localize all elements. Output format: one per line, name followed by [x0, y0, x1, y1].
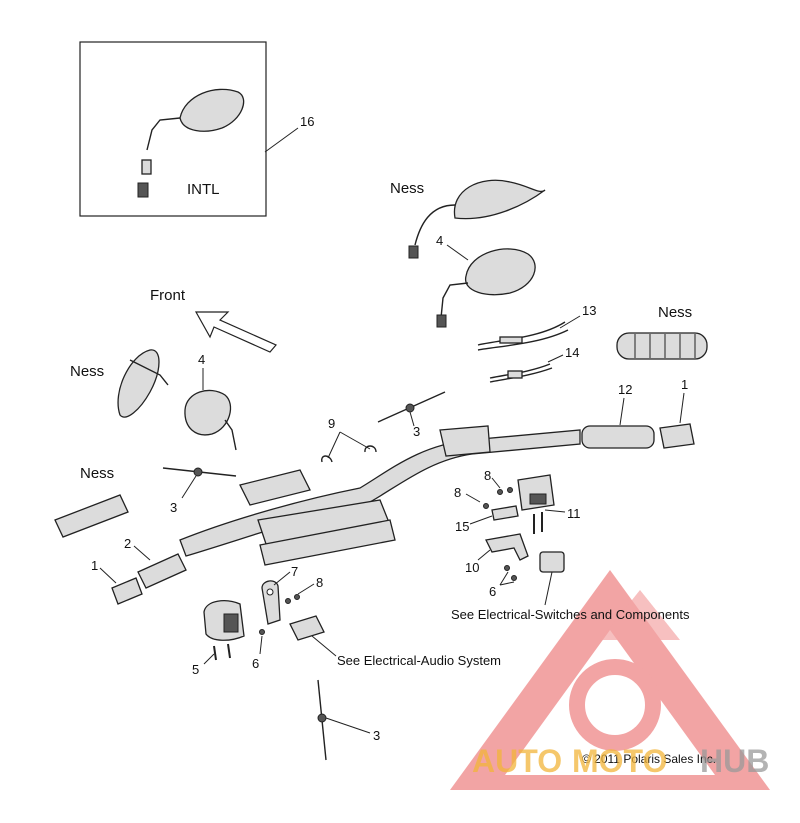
callout-10: 10: [465, 560, 479, 575]
intl-inset: INTL 16: [79, 41, 314, 217]
right-switch-housing-icon: [517, 474, 555, 511]
left-switch-pad-icon: [289, 615, 325, 641]
callout-1a: 1: [91, 558, 98, 573]
ness-label-2: Ness: [658, 304, 692, 321]
handlebar-assembly: [179, 425, 581, 566]
callout-11: 11: [567, 506, 581, 521]
ness-label-4: Ness: [80, 465, 114, 482]
copyright: © 2011 Polaris Sales Inc.: [582, 752, 716, 766]
watermark-hub: HUB: [700, 743, 769, 779]
bracket-7: [261, 580, 281, 625]
grip-right: 12 1: [581, 377, 695, 449]
callout-8a: 8: [484, 468, 491, 483]
callout-7: 7: [291, 564, 298, 579]
callout-3c: 3: [373, 728, 380, 743]
watermark-moto: MOTO: [572, 743, 667, 779]
callout-15: 15: [455, 519, 469, 534]
intl-mirror-adapter: [141, 159, 152, 175]
callout-9: 9: [328, 416, 335, 431]
callout-13: 13: [582, 303, 596, 318]
callout-6a: 6: [489, 584, 496, 599]
intl-label: INTL: [187, 181, 220, 198]
front-arrow-icon: [194, 311, 277, 353]
right-switch-assembly: 8 8 15 11 10 6 See Electrical-Switches a…: [451, 468, 690, 622]
watermark-text: AUTO MOTO HUB: [472, 743, 769, 779]
ness-label-1: Ness: [390, 180, 424, 197]
bracket-15: [491, 505, 519, 521]
ness-grip-right: Ness: [616, 304, 708, 360]
callout-8c: 8: [316, 575, 323, 590]
callout-4a: 4: [436, 233, 443, 248]
ness-grip-right-icon: [616, 332, 708, 360]
intl-mirror-stem: [146, 117, 181, 151]
intl-mirror-head-icon: [179, 88, 245, 132]
bracket-10: [485, 533, 529, 561]
ness-label-3: Ness: [70, 363, 104, 380]
cable-ties: 3 3 3 9: [162, 391, 446, 761]
callout-6b: 6: [252, 656, 259, 671]
left-switch-assembly: 5 7 8 6 See Electrical-Audio System: [192, 564, 501, 677]
callout-5: 5: [192, 662, 199, 677]
grip-12-icon: [581, 425, 655, 449]
grip-2-icon: [137, 553, 187, 589]
ness-mirror-left: Ness: [70, 349, 169, 418]
see-switches-label: See Electrical-Switches and Components: [451, 607, 690, 622]
front-indicator: Front: [150, 287, 277, 353]
callout-14: 14: [565, 345, 579, 360]
ness-grip-left: Ness: [54, 465, 129, 538]
intl-mirror-bolt: [137, 182, 149, 198]
callout-1b: 1: [681, 377, 688, 392]
mirror-4-left-head-icon: [184, 389, 232, 436]
ness-mirror-left-icon: [117, 349, 160, 418]
callout-3a: 3: [413, 424, 420, 439]
master-cylinder: [439, 425, 491, 457]
watermark-auto: AUTO: [472, 743, 562, 779]
mirror-4-left: 4: [184, 352, 237, 451]
cables: 13 14: [477, 303, 596, 383]
ness-mirror-right: Ness: [390, 179, 546, 259]
callout-16: 16: [300, 114, 314, 129]
front-label: Front: [150, 287, 186, 304]
callout-2: 2: [124, 536, 131, 551]
callout-4b: 4: [198, 352, 205, 367]
ness-mirror-head-icon: [453, 179, 546, 220]
mirror-4-head-icon: [465, 248, 536, 296]
bar-end-right-icon: [659, 423, 695, 449]
right-switch-pad-icon: [539, 551, 565, 573]
grip-left: 2 1: [91, 536, 187, 605]
callout-8b: 8: [454, 485, 461, 500]
watermark-logo: [450, 570, 770, 790]
see-audio-label: See Electrical-Audio System: [337, 653, 501, 668]
callout-3b: 3: [170, 500, 177, 515]
callout-12: 12: [618, 382, 632, 397]
mirror-4-right: 4: [436, 233, 536, 328]
left-switch-housing: [239, 469, 311, 506]
bar-end-left-icon: [111, 577, 143, 605]
ness-grip-left-icon: [54, 494, 129, 538]
